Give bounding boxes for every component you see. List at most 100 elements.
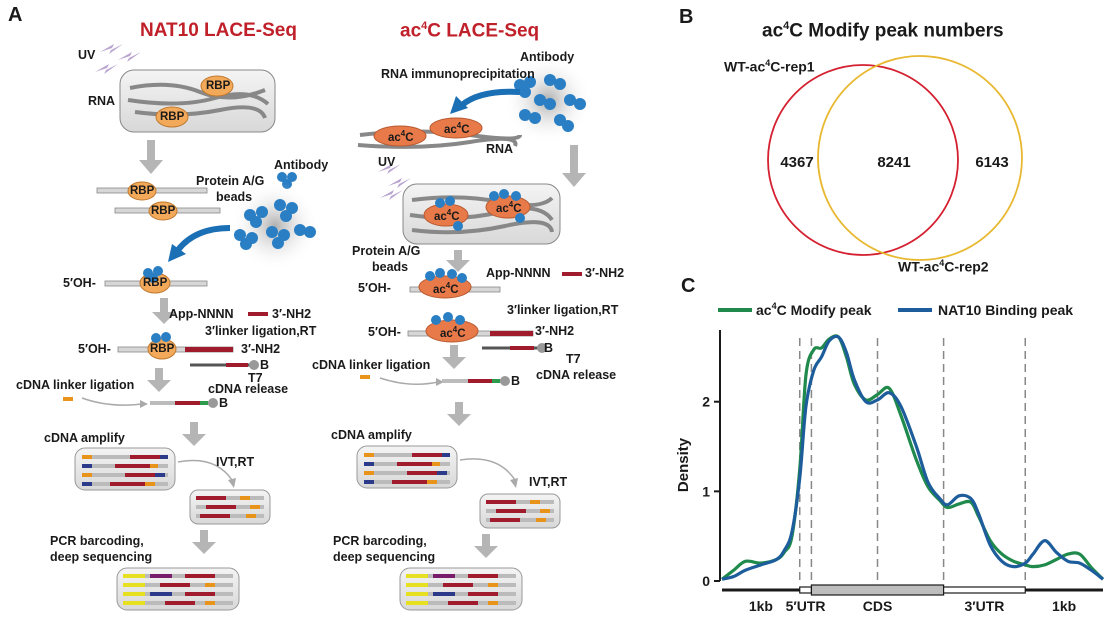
antibody-label-right: Antibody (520, 50, 575, 64)
venn-title-pre: ac (762, 20, 784, 42)
venn-title-sup: 4 (783, 20, 790, 32)
three-nh2-label-left-2: 3′-NH2 (241, 342, 281, 356)
ac4c-rest: C (450, 283, 459, 296)
step-arrow (182, 422, 206, 446)
ac4c-main: ac (433, 283, 446, 296)
panel-a-letter: A (8, 4, 23, 26)
step-arrow (447, 402, 471, 426)
ac4c-title-rest: C LACE-Seq (427, 20, 540, 42)
legend-green-label: ac4C Modify peak (756, 301, 872, 318)
ac4c-sup: 4 (456, 121, 462, 130)
ac4c-label: ac4C (444, 121, 470, 136)
step-arrow (474, 534, 498, 558)
ac4c-label: ac4C (433, 281, 459, 296)
rbp-label: RBP (206, 80, 231, 92)
pcr-barcoding-label-left: PCR barcoding, (50, 534, 144, 548)
venn-only-rep2-count: 6143 (975, 154, 1008, 171)
cdna-linker-fragment (63, 397, 73, 401)
ac4c-modify-peak-curve (721, 334, 1105, 581)
rbp-label: RBP (130, 185, 155, 197)
gene-structure-bar (722, 584, 1103, 596)
y-ticks: 012 (702, 394, 720, 589)
ac4c-label: ac4C (434, 208, 460, 223)
ac4c-sup: 4 (452, 325, 458, 334)
ivt-rt-label-left: IVT,RT (216, 455, 255, 469)
antibody-cluster-right (514, 74, 586, 132)
legend-green-sup: 4 (772, 301, 777, 311)
venn-overlap-count: 8241 (877, 154, 910, 171)
step-arrow (446, 250, 470, 272)
venn-rep2-circle (817, 55, 1023, 261)
venn-title-post: C Modify peak numbers (789, 20, 1004, 42)
b-label-right: B (544, 341, 554, 355)
cdna-linker-fragment (360, 375, 370, 379)
rbp-label: RBP (143, 277, 168, 289)
ac4c-title-sup: 4 (421, 20, 428, 32)
bead-antibody-cluster (234, 199, 316, 250)
ac4c-label: ac4C (496, 200, 522, 215)
venn-diagram: 4367 8241 6143 (767, 55, 1023, 261)
pcr-barcoding-label-right: PCR barcoding, (333, 534, 427, 548)
binding-arrow (175, 225, 231, 252)
ac4c-rest: C (451, 210, 460, 223)
app-nnnn-label-left: App-NNNN (169, 307, 234, 321)
ac4c-main: ac (440, 327, 453, 340)
venn-only-rep1-count: 4367 (780, 154, 813, 171)
antibody-label-left: Antibody (274, 158, 329, 172)
venn-title: ac4C Modify peak numbers (762, 20, 1004, 42)
step-arrow (147, 368, 171, 392)
panel-b-letter: B (679, 6, 694, 28)
b-label-left: B (260, 358, 270, 372)
sequencing-box-left (116, 567, 240, 611)
ac4c-sup: 4 (508, 200, 514, 209)
protein-ag-beads (231, 182, 319, 270)
ac4c-main: ac (496, 202, 509, 215)
ac4c-lace-seq-title: ac4C LACE-Seq (400, 20, 539, 42)
region-label: 5′UTR (786, 598, 826, 614)
three-nh2-label-right-2: 3′-NH2 (535, 324, 575, 338)
cdna-amplify-label-left: cDNA amplify (44, 431, 125, 445)
uv-bolts-left (95, 44, 141, 74)
density-curves (721, 334, 1105, 581)
step-arrow (139, 140, 163, 174)
ac4c-label: ac4C (440, 325, 466, 340)
sequencing-lines-right (406, 574, 516, 605)
ivt-rt-label-right: IVT,RT (529, 475, 568, 489)
ac4c-sup: 4 (446, 208, 452, 217)
rbp-blob (148, 201, 178, 221)
ac4c-rest: C (513, 202, 522, 215)
rep2-pre: WT-ac (898, 258, 940, 275)
ac4c-rest: C (461, 123, 470, 136)
cdna-linker-label-right: cDNA linker ligation (312, 358, 431, 372)
step-arrow (192, 530, 216, 554)
step-arrow (562, 145, 586, 187)
b-label-left-2: B (219, 396, 229, 410)
deep-seq-label-right: deep sequencing (333, 550, 436, 564)
step-arrow (152, 298, 176, 324)
region-label: 3′UTR (964, 598, 1004, 614)
ac4c-title-main: ac (400, 20, 422, 42)
venn-rep1-circle (767, 64, 959, 256)
nat10-lace-seq-title: NAT10 LACE-Seq (140, 20, 297, 41)
ac4c-sup: 4 (400, 129, 406, 138)
uv-label-left: UV (78, 48, 96, 62)
y-tick-label: 1 (702, 483, 710, 499)
rep1-pre: WT-ac (724, 58, 766, 75)
protein-ag-label-right: Protein A/G (352, 244, 421, 258)
legend-green-pre: ac (756, 302, 772, 318)
ivt-lines-left (196, 496, 264, 518)
legend-green-post: C Modify peak (777, 302, 872, 318)
ac4c-main: ac (444, 123, 457, 136)
cdna-linker-label-left: cDNA linker ligation (16, 378, 135, 392)
rna-ip-label: RNA immunoprecipitation (381, 67, 535, 81)
three-nh2-label-left: 3′-NH2 (272, 307, 312, 321)
panel-c-letter: C (681, 275, 696, 297)
venn-rep2-label: WT-ac4C-rep2 (898, 258, 989, 275)
utr5-box (799, 586, 813, 594)
ac4c-rest: C (457, 327, 466, 340)
uv-label-right: UV (378, 155, 396, 169)
five-oh-label-left-2: 5′OH- (78, 342, 111, 356)
three-nh2-label-right: 3′-NH2 (585, 266, 625, 280)
b-label-right-2: B (511, 374, 521, 388)
region-label: 1kb (1052, 598, 1076, 614)
